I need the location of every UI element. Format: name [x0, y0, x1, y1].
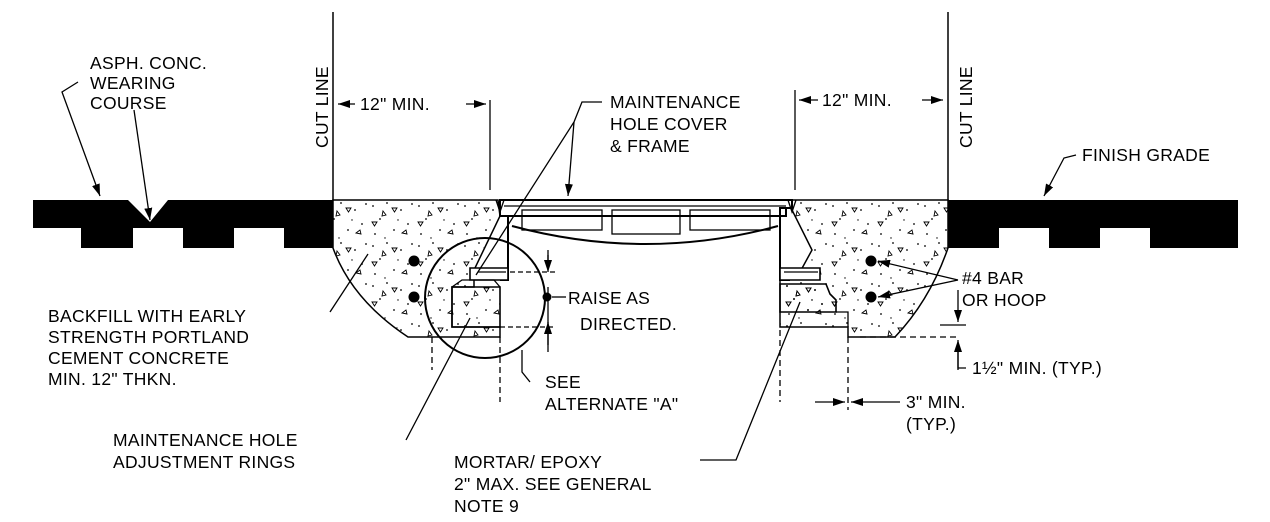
label-backfill-3: CEMENT CONCRETE — [48, 348, 229, 368]
label-rings-2: ADJUSTMENT RINGS — [113, 452, 295, 472]
label-12-min-right: 12" MIN. — [822, 90, 892, 110]
labels: ASPH. CONC. WEARING COURSE CUT LINE CUT … — [48, 53, 1210, 516]
label-rings-1: MAINTENANCE HOLE — [113, 430, 298, 450]
label-bar-2: OR HOOP — [962, 290, 1047, 310]
alternate-a-callout-circle — [424, 237, 546, 359]
dimension-1-5-min — [954, 290, 966, 370]
label-1-5-min: 1½" MIN. (TYP.) — [972, 358, 1102, 378]
label-mortar-1: MORTAR/ EPOXY — [454, 452, 602, 472]
extension-lines — [431, 324, 966, 410]
adjustment-rings-left — [451, 267, 509, 328]
leader-lines — [61, 81, 1077, 461]
label-mortar-2: 2" MAX. SEE GENERAL — [454, 474, 652, 494]
label-backfill-1: BACKFILL WITH EARLY — [48, 306, 246, 326]
label-cover-1: MAINTENANCE — [610, 92, 741, 112]
label-mortar-3: NOTE 9 — [454, 496, 519, 516]
label-cut-line-right: CUT LINE — [956, 66, 976, 148]
concrete-backfill-left — [332, 199, 501, 338]
label-course: COURSE — [90, 93, 167, 113]
label-cover-2: HOLE COVER — [610, 114, 728, 134]
label-3-min: 3" MIN. — [906, 392, 966, 412]
label-backfill-2: STRENGTH PORTLAND — [48, 327, 249, 347]
label-alternate-a: ALTERNATE "A" — [545, 394, 678, 414]
adjustment-rings-right — [779, 267, 849, 327]
label-12-min-left: 12" MIN. — [360, 94, 430, 114]
label-wearing: WEARING — [90, 73, 176, 93]
cut-lines — [332, 12, 949, 200]
asphalt-left — [33, 200, 333, 248]
label-cover-3: & FRAME — [610, 136, 690, 156]
label-see: SEE — [545, 372, 581, 392]
label-3-min-typ: (TYP.) — [906, 414, 956, 434]
dimension-12-min — [338, 96, 943, 108]
raise-dimension — [500, 250, 566, 352]
label-bar-1: #4 BAR — [962, 268, 1024, 288]
label-asph-conc: ASPH. CONC. — [90, 53, 207, 73]
label-raise-2: DIRECTED. — [580, 314, 677, 334]
label-finish-grade: FINISH GRADE — [1082, 145, 1210, 165]
rebar-dots — [408, 255, 877, 303]
label-backfill-4: MIN. 12" THKN. — [48, 369, 177, 389]
label-raise-1: RAISE AS — [568, 288, 650, 308]
maintenance-hole-cover-frame — [495, 199, 797, 281]
label-cut-line-left: CUT LINE — [312, 66, 332, 148]
asphalt-right — [948, 200, 1238, 248]
